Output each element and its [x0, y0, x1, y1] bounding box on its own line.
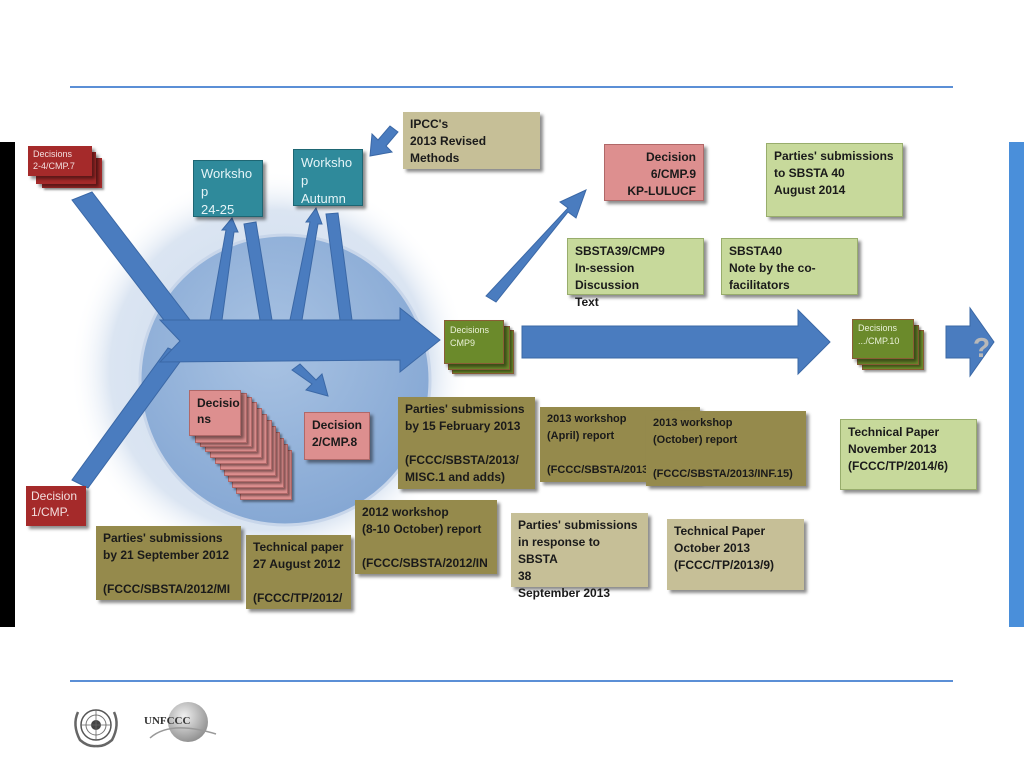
- sbsta40-note-box: SBSTA40 Note by the co- facilitators: [721, 238, 858, 295]
- decision-2cmp8-box: Decision 2/CMP.8: [304, 412, 370, 460]
- branch-line-workshop-autumn: [325, 212, 353, 321]
- workshop-oct2013-box: 2013 workshop (October) report (FCCC/SBS…: [646, 411, 806, 486]
- sbsta39-discussion-text-box: SBSTA39/CMP9 In-session Discussion Text: [567, 238, 704, 309]
- decisions-cmp10-box: Decisions .../CMP.10: [852, 319, 914, 359]
- ipcc-methods-box: IPCC's 2013 Revised Methods: [403, 112, 540, 169]
- submissions-sep2012-box: Parties' submissions by 21 September 201…: [96, 526, 241, 600]
- bottom-rule: [70, 680, 953, 682]
- question-mark-icon: ?: [973, 332, 990, 363]
- unfccc-logo: UNFCCC: [144, 702, 217, 742]
- tp-nov2013-box: Technical Paper November 2013 (FCCC/TP/2…: [840, 419, 977, 490]
- decisions-cmp7-box: Decisions 2-4/CMP.7: [28, 146, 92, 176]
- workshop-24-25-box: Worksho p 24-25: [193, 160, 263, 217]
- branch-line-workshop-2425: [243, 221, 273, 321]
- arrow-to-decision-6cmp9: [485, 189, 587, 303]
- branch-arrow-workshop-2425: [209, 217, 239, 321]
- long-arrow: [521, 308, 831, 376]
- decision-6cmp9-box: Decision 6/CMP.9 KP-LULUCF: [604, 144, 704, 201]
- submissions-feb2013-box: Parties' submissions by 15 February 2013…: [398, 397, 535, 489]
- decisions-stack-box: Decisio ns: [189, 390, 241, 436]
- right-edge-bar: [1009, 142, 1024, 627]
- left-edge-bar: [0, 142, 15, 627]
- un-emblem-logo: [74, 709, 118, 748]
- submissions-sbsta38-box: Parties' submissions in response to SBST…: [511, 513, 648, 600]
- submissions-sbsta40-box: Parties' submissions to SBSTA 40 August …: [766, 143, 903, 217]
- workshop-oct2012-box: 2012 workshop (8-10 October) report (FCC…: [355, 500, 497, 574]
- arrow-from-ipcc: [369, 125, 399, 157]
- workshop-autumn-box: Worksho p Autumn: [293, 149, 363, 206]
- branch-arrow-workshop-autumn: [289, 206, 323, 321]
- tp-oct2013-box: Technical Paper October 2013 (FCCC/TP/20…: [667, 519, 804, 590]
- fishbone-main-arrow: [158, 306, 441, 374]
- top-rule: [70, 86, 953, 88]
- tp-aug2012-box: Technical paper 27 August 2012 (FCCC/TP/…: [246, 535, 351, 609]
- decisions-cmp9-box: Decisions CMP9: [444, 320, 504, 364]
- arrow-to-decision-2cmp8: [291, 363, 329, 397]
- decision-1cmp-box: Decision 1/CMP.: [26, 486, 86, 526]
- final-arrow: [945, 306, 995, 378]
- svg-text:UNFCCC: UNFCCC: [144, 715, 190, 727]
